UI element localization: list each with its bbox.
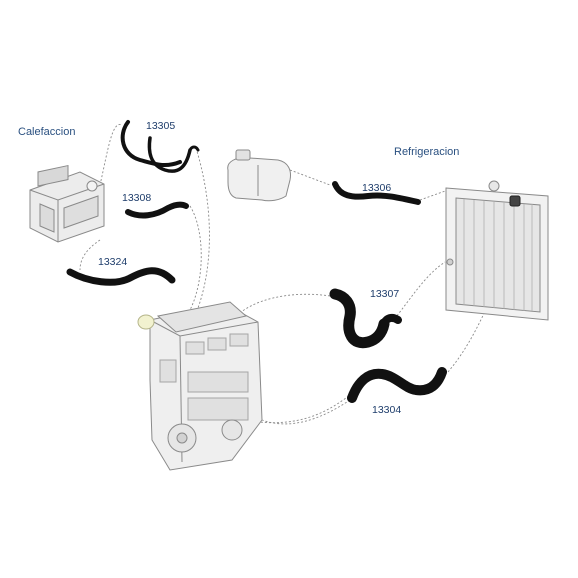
section-label-heating: Calefaccion <box>18 126 76 138</box>
leader-13304-engine <box>261 399 351 425</box>
hose-13306-drawing <box>332 181 421 205</box>
part-label-13308: 13308 <box>122 192 152 204</box>
part-label-13307: 13307 <box>370 288 400 300</box>
hose-13308-drawing <box>125 201 189 219</box>
leader-engine-bottom <box>244 394 351 424</box>
hose-13324-drawing <box>66 267 176 286</box>
leader-13307-engine <box>234 293 331 319</box>
leader-13308 <box>189 205 202 311</box>
expansion-tank-drawing <box>227 149 291 202</box>
part-label-13305: 13305 <box>146 120 176 132</box>
radiator-drawing <box>445 180 549 321</box>
leader-heater-engine <box>99 124 123 186</box>
part-label-13304: 13304 <box>372 404 402 416</box>
leader-13306 <box>419 189 449 201</box>
part-label-13306: 13306 <box>362 182 392 194</box>
leader-13307-rad <box>391 261 446 323</box>
part-label-13324: 13324 <box>98 256 128 268</box>
hose-13304-drawing <box>347 367 447 403</box>
heater-box-drawing <box>29 164 105 243</box>
section-label-cooling: Refrigeracion <box>394 146 460 158</box>
leader-13305 <box>195 147 210 309</box>
leader-13324 <box>79 239 101 271</box>
leader-tank <box>289 169 331 186</box>
hose-13305-drawing <box>120 120 200 173</box>
engine-drawing <box>137 301 263 471</box>
hose-13307-drawing <box>329 288 402 349</box>
